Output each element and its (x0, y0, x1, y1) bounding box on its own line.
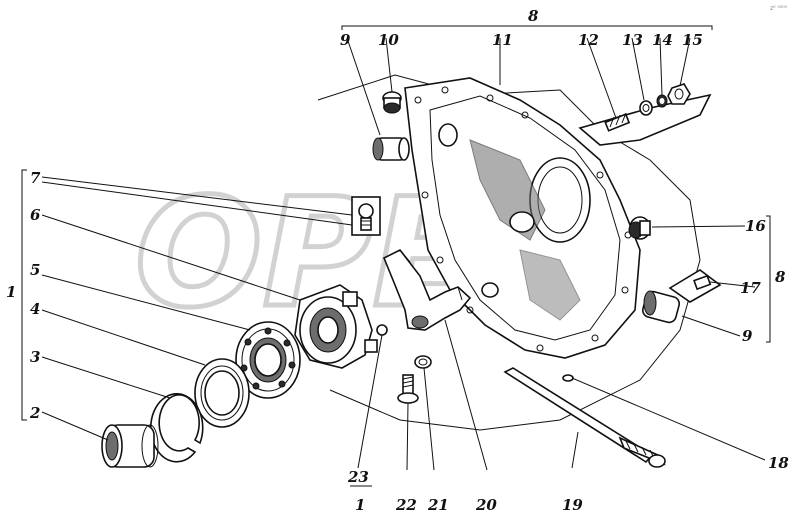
label-4: 4 (30, 300, 40, 318)
part-labels: 8 9 10 11 12 13 14 15 16 8 17 9 1 7 6 5 … (6, 7, 789, 514)
part-15-nut (667, 83, 691, 105)
label-11: 11 (492, 31, 513, 49)
label-1-bottom: 1 (355, 496, 365, 514)
part-9-bushing-top (372, 137, 410, 161)
label-8-right: 8 (775, 268, 786, 286)
part-3-snap-ring (149, 393, 204, 463)
label-9-right: 9 (742, 327, 753, 345)
part-10-plug (382, 91, 402, 114)
label-15: 15 (682, 31, 703, 49)
part-16-plug (628, 216, 651, 240)
label-9-top: 9 (340, 31, 351, 49)
housing-bolt-holes (414, 86, 632, 352)
part-18-key (562, 374, 574, 382)
label-18: 18 (768, 454, 789, 472)
bearing-balls (240, 327, 296, 390)
label-7: 7 (30, 169, 41, 187)
part-22-bolt (397, 374, 419, 404)
corner-mark: z⁰ ⁰⁰⁰⁰ (770, 5, 788, 12)
part-20-release-fork (382, 248, 472, 331)
part-12-stud (578, 93, 712, 146)
part-5-bearing (235, 321, 301, 399)
label-23: 23 (347, 468, 369, 486)
part-19-shaft (503, 367, 666, 468)
label-1: 1 (6, 283, 16, 301)
part-23-ball (376, 324, 388, 336)
part-2-sleeve (101, 424, 159, 468)
label-21: 21 (427, 496, 449, 514)
label-13: 13 (622, 31, 643, 49)
label-8-top: 8 (528, 7, 539, 25)
part-6-bearing-housing (294, 284, 378, 369)
part-7-grease-fitting (351, 196, 381, 236)
label-10: 10 (378, 31, 399, 49)
label-2: 2 (29, 404, 40, 422)
part-14-spring-washer (656, 94, 668, 108)
part-11-clutch-housing (404, 77, 641, 359)
label-17: 17 (740, 279, 761, 297)
label-22: 22 (395, 496, 417, 514)
label-16: 16 (745, 217, 766, 235)
label-12: 12 (578, 31, 599, 49)
part-17-pin (668, 269, 722, 303)
label-14: 14 (652, 31, 673, 49)
label-5: 5 (30, 261, 40, 279)
label-3: 3 (30, 348, 40, 366)
label-6: 6 (30, 206, 41, 224)
part-13-washer (639, 100, 653, 116)
part-4-seal-ring (194, 358, 250, 428)
leader-lines (21, 25, 771, 487)
part-21-ring (414, 355, 432, 369)
part-9-bushing-right (641, 290, 681, 324)
label-19: 19 (562, 496, 583, 514)
label-20: 20 (475, 496, 497, 514)
